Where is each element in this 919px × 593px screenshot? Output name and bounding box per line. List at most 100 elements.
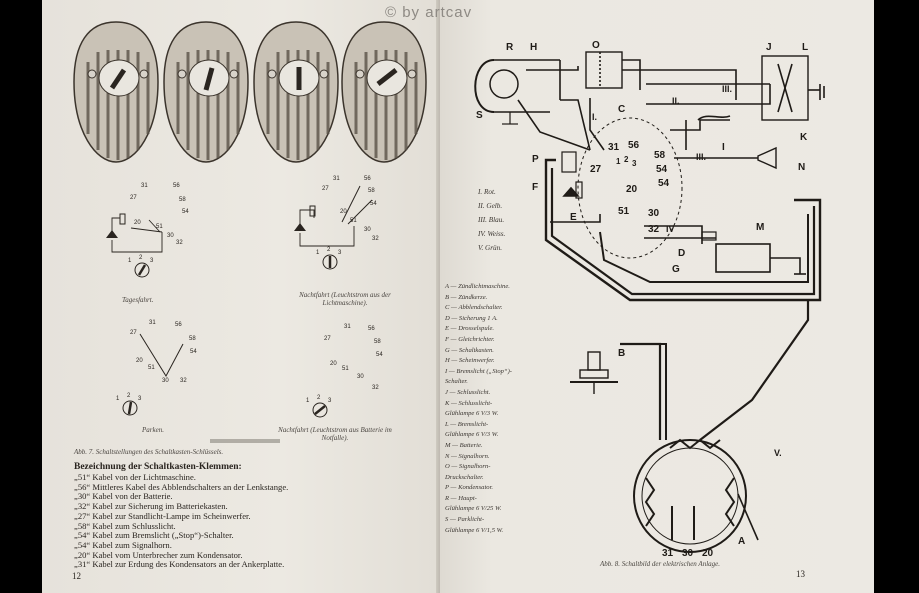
svg-text:J: J: [766, 42, 772, 53]
svg-text:31: 31: [149, 320, 156, 326]
svg-text:H: H: [530, 42, 537, 53]
schematic-day: 31 56 58 54 27 20 51 30 32 1 2: [106, 183, 189, 278]
svg-text:56: 56: [173, 183, 180, 189]
svg-text:20: 20: [134, 220, 141, 226]
key-symbol: 1 2 3: [316, 247, 342, 270]
svg-text:I: I: [722, 142, 725, 153]
component-key: A — Zündlichtmaschine. B — Zündkerze. C …: [445, 283, 512, 534]
svg-text:30: 30: [357, 374, 364, 380]
svg-text:2: 2: [624, 155, 629, 164]
svg-text:III.: III.: [696, 152, 706, 162]
svg-text:3: 3: [632, 159, 637, 168]
svg-text:1: 1: [128, 258, 132, 264]
svg-text:54: 54: [658, 178, 670, 189]
cable-colors: I. Rot. II. Gelb. III. Blau. IV. Weiss. …: [478, 188, 506, 252]
svg-text:51: 51: [350, 218, 357, 224]
key-symbol: 1 2 3: [306, 395, 332, 418]
svg-text:30: 30: [162, 378, 169, 384]
legend-item: „56“ Mittleres Kabel des Abblendschalter…: [74, 481, 289, 492]
svg-text:54: 54: [190, 349, 197, 355]
diagram-letters: R H O J L K C S I N P F E M D G B A: [476, 40, 808, 547]
figure-caption-right: Abb. 8. Schaltbild der elektrischen Anla…: [600, 560, 721, 568]
caption-night-battery: Nachtfahrt (Leuchtstrom aus Batterie im …: [278, 426, 392, 442]
svg-text:L: L: [802, 42, 808, 53]
svg-text:32: 32: [176, 240, 183, 246]
svg-text:51: 51: [618, 206, 630, 217]
svg-text:G: G: [672, 264, 680, 275]
right-page: R H O J L K C S I N P F E M D G B A I.: [440, 0, 874, 593]
svg-text:20: 20: [340, 209, 347, 215]
svg-text:51: 51: [148, 365, 155, 371]
roman-labels: I. II. III. III. IV V.: [592, 84, 782, 458]
legend-item: „27“ Kabel zur Standlicht-Lampe im Schei…: [74, 510, 251, 521]
magneto-numbers: 31 30 20: [662, 548, 714, 559]
box-terminal-numbers: 31 56 58 54 54 27 20 51 30 32: [590, 140, 670, 235]
svg-text:20: 20: [626, 184, 638, 195]
legend-item: „20“ Kabel vom Unterbrecher zum Kondensa…: [74, 549, 243, 560]
svg-text:27: 27: [130, 330, 137, 336]
svg-text:A: A: [738, 536, 745, 547]
svg-text:27: 27: [130, 195, 137, 201]
svg-text:K: K: [800, 132, 808, 143]
svg-text:31: 31: [662, 548, 674, 559]
svg-text:51: 51: [342, 366, 349, 372]
wiring-diagram: R H O J L K C S I N P F E M D G B A I.: [474, 40, 825, 559]
svg-text:2: 2: [127, 393, 131, 399]
svg-text:27: 27: [322, 186, 329, 192]
svg-text:58: 58: [189, 336, 196, 342]
svg-text:54: 54: [182, 209, 189, 215]
svg-text:2: 2: [317, 395, 321, 401]
svg-text:O: O: [592, 40, 600, 51]
key-digits: 1 2 3: [616, 155, 637, 168]
svg-text:56: 56: [175, 322, 182, 328]
svg-text:2: 2: [327, 247, 331, 253]
svg-text:20: 20: [136, 358, 143, 364]
legend-item: „30“ Kabel von der Batterie.: [74, 491, 173, 502]
svg-text:S: S: [476, 110, 483, 121]
svg-text:R: R: [506, 42, 514, 53]
key-symbol: 1 2 3: [116, 393, 142, 416]
svg-text:58: 58: [179, 197, 186, 203]
switch-housing: [253, 21, 339, 163]
caption-night-generator: Nachtfahrt (Leuchtstrom aus der Lichtmas…: [299, 291, 391, 307]
svg-text:1: 1: [316, 250, 320, 256]
svg-text:56: 56: [368, 326, 375, 332]
svg-text:30: 30: [167, 233, 174, 239]
switch-housing: [163, 21, 249, 163]
svg-text:I.: I.: [592, 112, 597, 122]
page-number-right: 13: [796, 569, 805, 579]
key-symbol: 1 2 3: [128, 255, 154, 278]
schematic-night-battery: 31 56 58 54 27 20 51 30 32 1 2 3: [306, 324, 383, 418]
watermark: © by artcav: [385, 4, 473, 21]
svg-text:II.: II.: [672, 96, 680, 106]
legend-item: „32“ Kabel zur Sicherung im Batteriekast…: [74, 501, 228, 512]
terminal-legend: „51“ Kabel von der Lichtmaschine. „56“ M…: [74, 472, 289, 570]
svg-text:2: 2: [139, 255, 143, 261]
svg-text:58: 58: [368, 188, 375, 194]
svg-text:58: 58: [654, 150, 666, 161]
svg-text:3: 3: [338, 250, 342, 256]
figure-caption-left: Abb. 7. Schaltstellungen des Schaltkaste…: [74, 448, 224, 456]
svg-text:D: D: [678, 248, 685, 259]
svg-text:30: 30: [682, 548, 694, 559]
svg-text:56: 56: [628, 140, 640, 151]
svg-text:20: 20: [330, 361, 337, 367]
caption-day: Tagesfahrt.: [122, 296, 154, 304]
legend-item: „54“ Kabel zum Signalhorn.: [74, 539, 172, 550]
left-page: 31 56 58 54 27 20 51 30 32 1 2: [42, 0, 440, 593]
svg-text:1: 1: [306, 398, 310, 404]
svg-text:32: 32: [372, 236, 379, 242]
svg-text:51: 51: [156, 224, 163, 230]
svg-text:C: C: [618, 104, 625, 115]
svg-text:3: 3: [150, 258, 154, 264]
svg-text:P: P: [532, 154, 539, 165]
legend-item: „51“ Kabel von der Lichtmaschine.: [74, 472, 196, 482]
svg-text:31: 31: [141, 183, 148, 189]
legend-item: „58“ Kabel zum Schlusslicht.: [74, 520, 176, 531]
switch-housing: [341, 21, 427, 163]
legend-item: „31“ Kabel zur Erdung des Kondensators a…: [74, 559, 285, 570]
switch-positions-figure: 31 56 58 54 27 20 51 30 32 1 2: [73, 21, 427, 443]
svg-text:E: E: [570, 212, 577, 223]
svg-text:3: 3: [138, 396, 142, 402]
